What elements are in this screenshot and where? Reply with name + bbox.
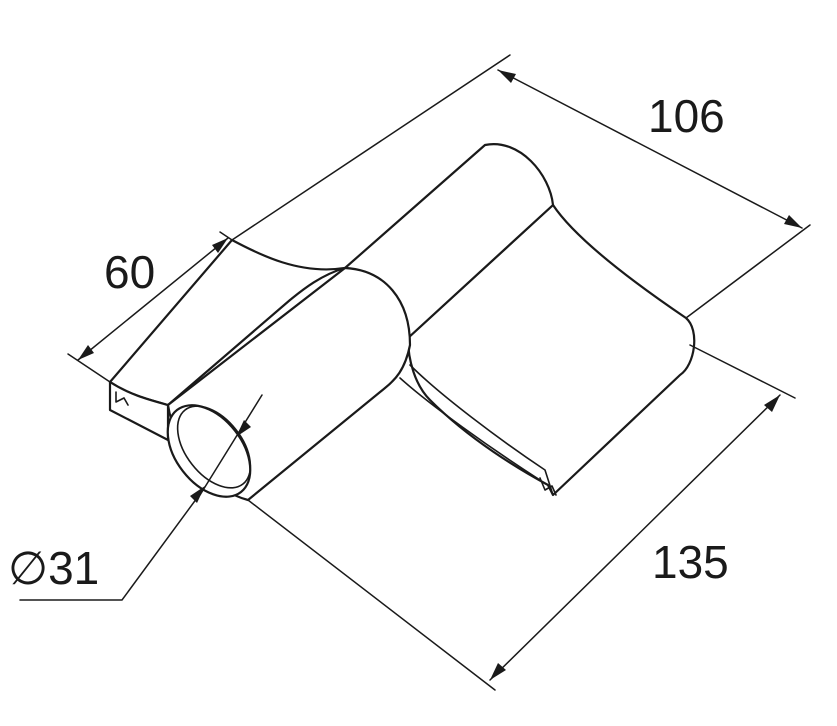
dimension-width: 106 xyxy=(231,54,811,319)
hinge-wing-edge xyxy=(409,364,554,496)
arrowhead xyxy=(190,486,205,503)
arrowhead xyxy=(784,215,802,228)
dimension-line xyxy=(77,237,229,361)
extension-line xyxy=(689,344,796,399)
height-dimension-label: 60 xyxy=(104,246,155,298)
extension-line xyxy=(67,353,111,383)
length-dimension-label: 135 xyxy=(652,536,729,588)
hinge-wing-edge-inner xyxy=(399,377,541,481)
hinge-wing-notch xyxy=(539,477,557,496)
dimension-diameter: ∅31 xyxy=(8,394,263,601)
extension-line xyxy=(685,224,811,319)
arrowhead xyxy=(212,238,228,253)
dimension-length: 135 xyxy=(247,344,796,691)
width-dimension-label: 106 xyxy=(648,90,725,142)
hinge-leaf-slot xyxy=(115,391,129,406)
diameter-dimension-label: ∅31 xyxy=(8,542,99,594)
arrowhead xyxy=(764,395,780,412)
extension-line xyxy=(247,499,496,691)
arrowhead xyxy=(498,70,516,83)
hinge-part xyxy=(108,143,696,502)
leader-line xyxy=(19,497,198,601)
dimension-line xyxy=(497,69,803,229)
arrowhead xyxy=(78,345,94,360)
hinge-knuckle-end-ring xyxy=(176,405,252,489)
arrowhead xyxy=(236,420,251,437)
arrowhead xyxy=(490,663,506,680)
dimension-line xyxy=(489,394,781,681)
extension-line xyxy=(219,231,233,241)
extension-line xyxy=(231,54,511,241)
hinge-knuckle-end-cap xyxy=(166,404,252,498)
dimension-line xyxy=(199,394,263,496)
dimension-height: 60 xyxy=(67,231,233,383)
